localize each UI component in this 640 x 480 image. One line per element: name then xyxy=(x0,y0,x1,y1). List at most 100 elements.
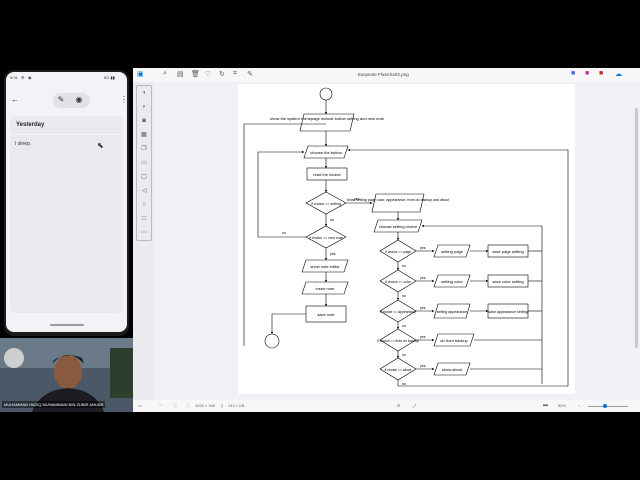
speaker-icon[interactable]: ◖ xyxy=(142,90,146,96)
back-arrow-icon[interactable]: ← xyxy=(11,95,19,104)
setting-page-io-node xyxy=(371,193,425,213)
zoom-slider[interactable] xyxy=(588,406,628,407)
eye-icon[interactable]: ◉ xyxy=(75,95,83,104)
copilot-icon[interactable]: ■ xyxy=(571,70,576,77)
note-date-title: Yesterday xyxy=(16,122,45,128)
viewer-toolbar: ▣ ⌕ ▤ 🗑 ♡ ↻ ⌗ ✎ Easynote Flowchart2.png … xyxy=(133,68,640,82)
pencil-icon[interactable]: ✎ xyxy=(57,95,65,104)
viewer-side-panel: ◖ ◗ ◙ ▦ ❐ ▭ ▢ ◁ ○ □ ⋯ xyxy=(133,82,154,400)
settings-icon: ⚙ xyxy=(21,75,25,80)
n8-text: show note editor xyxy=(310,264,340,269)
end-terminal xyxy=(264,333,280,349)
rotate-icon[interactable]: ↻ xyxy=(219,71,225,78)
flowchart: show the system homepage include button … xyxy=(243,87,569,387)
phone-mirror: 9:31 ⚙ ◉ 5G ▮▮ ← ✎ ◉ ⋮ Yesterday I sleep… xyxy=(4,70,129,336)
no-label: no xyxy=(282,231,286,235)
yes-label: yes xyxy=(420,364,426,368)
screen-icon[interactable]: ▭ xyxy=(141,160,147,166)
note-body[interactable]: I sleep. ⬉ xyxy=(10,135,123,313)
yes-label: yes xyxy=(420,306,426,310)
no-label: no xyxy=(402,382,406,386)
notification-icon: ◉ xyxy=(28,75,32,80)
filmstrip-toggle-icon[interactable]: ▭ xyxy=(138,403,142,408)
choose-setting-node xyxy=(373,219,423,233)
s1-text: save page setting xyxy=(492,249,523,254)
n6-text: choose setting choice xyxy=(379,224,418,229)
gallery-icon[interactable]: ▣ xyxy=(137,71,144,78)
d3-text: if choice == appearance xyxy=(380,310,416,314)
image-filename: Easynote Flowchart2.png xyxy=(358,72,409,77)
yes-label: yes xyxy=(420,335,426,339)
slideshow-icon[interactable]: ▬ xyxy=(543,402,548,408)
yes-label: yes xyxy=(420,246,426,250)
yes-label: yes xyxy=(354,197,360,201)
office-icon[interactable]: ■ xyxy=(599,70,604,77)
a2-text: setting color xyxy=(441,279,463,284)
no-label: no xyxy=(402,264,406,268)
homepage-io-node xyxy=(299,113,355,132)
stop-square-icon[interactable]: □ xyxy=(142,216,146,222)
n10-text: save note xyxy=(317,312,335,317)
delete-icon[interactable]: 🗑 xyxy=(191,71,200,78)
participant-name-label: MUHAMMAD HAZIQ MUHAMMAIN BIN ZUBIR ANUAR xyxy=(2,401,106,408)
filmstrip-tools: ◖ ◗ ◙ ▦ ❐ ▭ ▢ ◁ ○ □ ⋯ xyxy=(136,85,152,241)
note-text: I sleep. xyxy=(15,141,32,147)
image-canvas: show the system homepage include button … xyxy=(238,84,575,394)
d4-text: if choice == front do backup xyxy=(377,339,419,343)
info-icon[interactable]: ⓘ xyxy=(173,403,177,408)
zoom-out-icon[interactable]: − xyxy=(578,403,581,408)
heart-icon[interactable]: ♡ xyxy=(205,71,212,78)
setting-color-action xyxy=(433,274,471,288)
gesture-bar xyxy=(50,324,84,326)
dimensions-icon: ⛶ xyxy=(187,403,190,408)
edit-icon[interactable]: ✎ xyxy=(247,71,253,78)
image-dimensions: 1026 × 949 xyxy=(195,403,216,408)
s2-text: save color setting xyxy=(492,279,523,284)
favorite-icon[interactable]: ♡ xyxy=(159,403,163,408)
yes-label: yes xyxy=(330,252,336,256)
d2-text: if choice == color xyxy=(385,280,412,284)
copy-icon[interactable]: ❐ xyxy=(141,146,147,152)
circle-icon[interactable]: ○ xyxy=(142,202,146,208)
webcam-image xyxy=(0,338,133,412)
insert-note-node xyxy=(301,281,349,295)
fit-icon[interactable]: ⊡ xyxy=(397,403,401,408)
n1-text: show the system homepage include button … xyxy=(270,116,385,121)
n4-text: if choice == setting xyxy=(311,202,341,206)
film-icon[interactable]: ▦ xyxy=(141,132,147,138)
camera-icon[interactable]: ◙ xyxy=(142,118,146,124)
more-vert-icon[interactable]: ⋮ xyxy=(120,95,127,104)
setting-appearance-action xyxy=(433,303,471,319)
image-icon[interactable]: ▤ xyxy=(177,71,184,78)
a3-text: setting appearance xyxy=(437,310,468,314)
volume-icon[interactable]: ◗ xyxy=(142,104,146,110)
expand-icon[interactable]: ⤢ xyxy=(413,403,417,408)
start-terminal xyxy=(319,87,333,101)
d5-text: if choice == about xyxy=(385,368,412,372)
square-icon[interactable]: ▢ xyxy=(141,174,147,180)
n3-text: read the choice xyxy=(313,172,341,177)
back-triangle-icon[interactable]: ◁ xyxy=(141,188,147,194)
note-card-header: Yesterday xyxy=(10,116,123,134)
choose-button-node xyxy=(303,145,349,159)
front-backup-action xyxy=(433,333,475,347)
vertical-scrollbar[interactable] xyxy=(635,108,638,348)
zoom-icon[interactable]: ⌕ xyxy=(163,70,167,77)
no-label: no xyxy=(330,218,334,222)
a1-text: setting page xyxy=(441,249,464,254)
file-size-icon: ▯ xyxy=(221,403,224,408)
crop-icon[interactable]: ⌗ xyxy=(233,70,237,77)
status-signal: 5G ▮▮ xyxy=(104,75,115,80)
n9-text: insert note xyxy=(316,286,335,291)
designer-icon[interactable]: ■ xyxy=(585,70,590,77)
show-about-action xyxy=(433,362,471,376)
status-time: 9:31 xyxy=(10,75,18,80)
yes-label: yes xyxy=(420,276,426,280)
n5-text: show setting page color, appearance, fro… xyxy=(347,198,449,202)
viewer-status-bar: ▭ ♡ ⓘ ⛶ 1026 × 949 ▯ 143.7 KB ⊡ ⤢ ▬ 59% … xyxy=(133,400,640,412)
n7-text: if choice == new note xyxy=(309,236,343,240)
zoom-slider-thumb[interactable] xyxy=(603,404,607,408)
more-icon[interactable]: ⋯ xyxy=(141,230,147,236)
a4-text: do front backup xyxy=(440,338,468,343)
cloud-icon[interactable]: ☁ xyxy=(615,71,622,78)
